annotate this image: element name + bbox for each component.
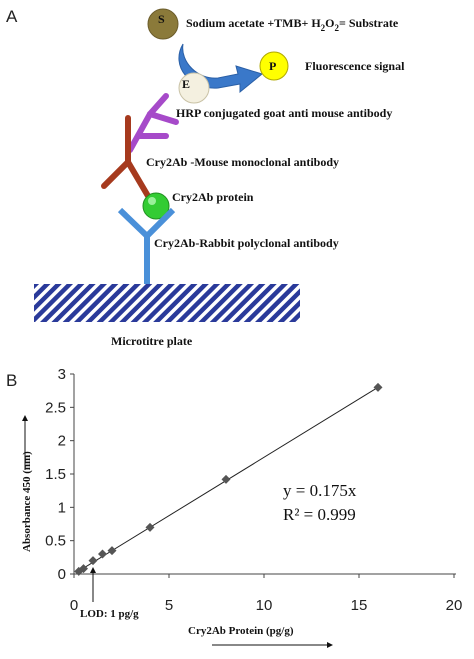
product-badge: P (269, 59, 276, 73)
panel-a: A S Sodium acetate +TMB+ H2O2= Substrate… (6, 7, 405, 348)
y-tick-label: 2.5 (45, 399, 66, 416)
product-molecule: P (259, 51, 289, 81)
substrate-label: Sodium acetate +TMB+ H2O2= Substrate (186, 16, 399, 33)
data-points (74, 382, 383, 576)
lod-label: LOD: 1 pg/g (80, 608, 139, 620)
x-tick-label: 15 (351, 597, 368, 614)
x-tick-label: 10 (256, 597, 273, 614)
data-point (373, 382, 383, 392)
x-tick-label: 20 (446, 597, 463, 614)
y-axis-title: Absorbance 450 (nm) (21, 451, 33, 552)
y-tick-label: 3 (58, 366, 66, 383)
x-tick-label: 5 (165, 597, 173, 614)
x-tick-label: 0 (70, 597, 78, 614)
y-tick-label: 1.5 (45, 466, 66, 483)
y-tick-label: 2 (58, 433, 66, 450)
antigen-icon (142, 192, 170, 220)
primary-antibody-label: Cry2Ab -Mouse monoclonal antibody (146, 155, 339, 169)
enzyme: E (178, 72, 210, 104)
data-point (221, 474, 231, 484)
y-tick-label: 0 (58, 566, 66, 583)
regression-equation: y = 0.175x (283, 481, 357, 500)
data-point (107, 546, 117, 556)
data-point (98, 549, 107, 559)
product-label: Fluorescence signal (305, 59, 405, 73)
data-point (79, 564, 88, 574)
x-tick-labels: 0 5 10 15 20 (70, 574, 463, 614)
y-tick-label: 0.5 (45, 533, 66, 550)
x-axis-title: Cry2Ab Protein (pg/g) (188, 625, 294, 637)
primary-antibody-icon (101, 115, 151, 199)
data-point (88, 556, 98, 566)
capture-antibody-label: Cry2Ab-Rabbit polyclonal antibody (154, 236, 339, 250)
data-point (145, 522, 155, 532)
y-tick-labels: 0 0.5 1 1.5 2 2.5 3 (45, 366, 74, 583)
capture-antibody-icon (117, 207, 176, 284)
enzyme-badge: E (182, 77, 190, 91)
r-squared: R² = 0.999 (283, 505, 356, 524)
panel-a-label: A (6, 7, 18, 26)
substrate-molecule: S (147, 8, 179, 40)
substrate-badge: S (158, 12, 165, 26)
y-tick-label: 1 (58, 499, 66, 516)
panel-b: B 0 0.5 1 1.5 2 2.5 3 0 5 10 15 20 Absorbance 450 … (6, 366, 463, 648)
panel-b-label: B (6, 371, 17, 390)
secondary-antibody-icon (127, 93, 179, 153)
microtitre-plate (34, 284, 300, 322)
plate-label: Microtitre plate (111, 334, 193, 348)
secondary-antibody-label: HRP conjugated goat anti mouse antibody (176, 106, 392, 120)
antigen-label: Cry2Ab protein (172, 190, 254, 204)
